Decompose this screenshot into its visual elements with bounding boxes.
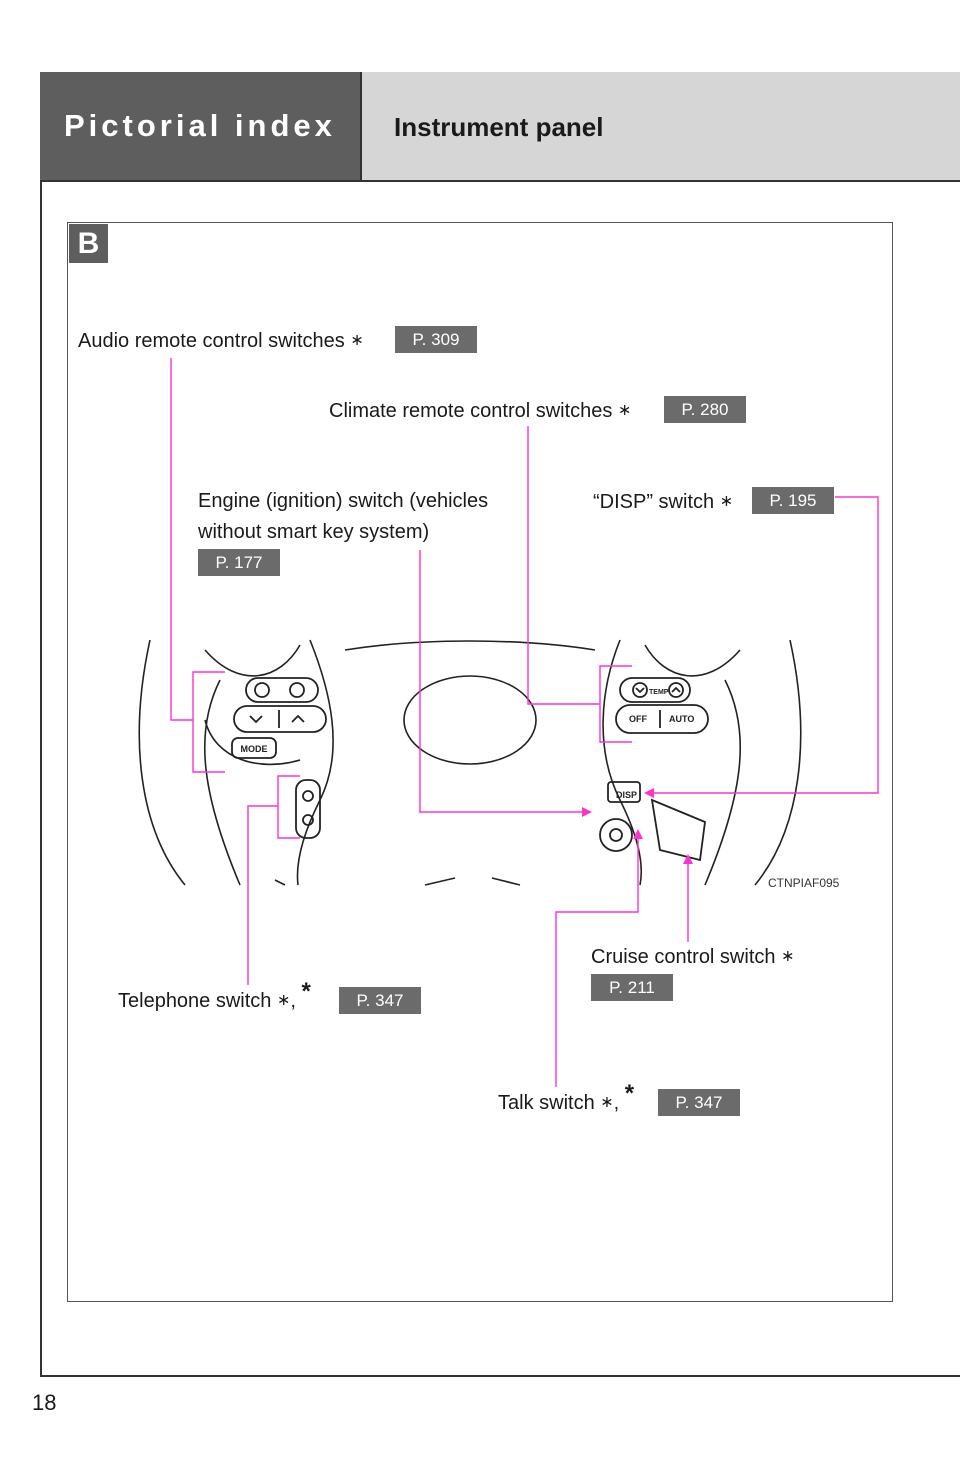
engine-page-ref[interactable]: P. 177 bbox=[198, 549, 280, 576]
mode-button-label: MODE bbox=[241, 744, 268, 754]
footnote-asterisk: * bbox=[624, 1080, 635, 1107]
temp-button-label: TEMP bbox=[649, 689, 669, 696]
page-number: 18 bbox=[32, 1390, 57, 1415]
section-tab: Pictorial index bbox=[40, 72, 362, 180]
climate-page-ref[interactable]: P. 280 bbox=[664, 396, 746, 423]
figure-box bbox=[67, 222, 893, 1302]
telephone-switch-label: Telephone switch bbox=[118, 990, 272, 1012]
section-title: Pictorial index bbox=[64, 108, 336, 143]
separator: , bbox=[613, 1092, 620, 1114]
illustration-code: CTNPIAF095 bbox=[768, 876, 840, 890]
footnote-star: ∗ bbox=[781, 946, 795, 965]
page-header: Pictorial index Instrument panel bbox=[40, 72, 960, 182]
disp-page-ref[interactable]: P. 195 bbox=[752, 487, 834, 514]
disp-button-label: DISP bbox=[616, 790, 637, 800]
cruise-page-ref[interactable]: P. 211 bbox=[591, 974, 673, 1001]
disp-switch-label: “DISP” switch bbox=[593, 491, 715, 513]
climate-switch-label: Climate remote control switches bbox=[329, 400, 613, 422]
disp-switch-callout: “DISP” switch ∗ bbox=[593, 487, 733, 518]
audio-switch-label: Audio remote control switches bbox=[78, 330, 345, 352]
footnote-star: ∗ bbox=[719, 491, 734, 510]
leader-lines bbox=[170, 358, 879, 1087]
off-button-label: OFF bbox=[629, 714, 647, 724]
telephone-switch-callout: Telephone switch ∗, * bbox=[118, 978, 311, 1017]
audio-page-ref[interactable]: P. 309 bbox=[395, 326, 477, 353]
footnote-star: ∗ bbox=[277, 990, 291, 1009]
talk-switch-callout: Talk switch ∗, * bbox=[498, 1080, 634, 1119]
talk-page-ref[interactable]: P. 347 bbox=[658, 1089, 740, 1116]
audio-switch-callout: Audio remote control switches ∗ bbox=[78, 326, 364, 357]
telephone-page-ref[interactable]: P. 347 bbox=[339, 987, 421, 1014]
leader-arrowheads bbox=[582, 788, 693, 864]
engine-switch-label-line1: Engine (ignition) switch (vehicles bbox=[198, 490, 489, 512]
section-badge: B bbox=[69, 224, 108, 263]
footnote-star: ∗ bbox=[600, 1092, 614, 1111]
separator: , bbox=[290, 990, 296, 1012]
auto-button-label: AUTO bbox=[669, 714, 694, 724]
engine-switch-label-line2: without smart key system) bbox=[198, 521, 430, 543]
talk-switch-label: Talk switch bbox=[498, 1092, 595, 1114]
footnote-asterisk: * bbox=[301, 978, 311, 1005]
climate-switch-callout: Climate remote control switches ∗ bbox=[329, 396, 631, 427]
footnote-star: ∗ bbox=[618, 400, 632, 419]
title-bar: Instrument panel bbox=[362, 72, 960, 180]
cruise-switch-label: Cruise control switch bbox=[591, 946, 776, 968]
page-title: Instrument panel bbox=[394, 112, 604, 142]
cruise-switch-callout: Cruise control switch ∗ bbox=[591, 942, 794, 973]
footnote-star: ∗ bbox=[350, 330, 364, 349]
